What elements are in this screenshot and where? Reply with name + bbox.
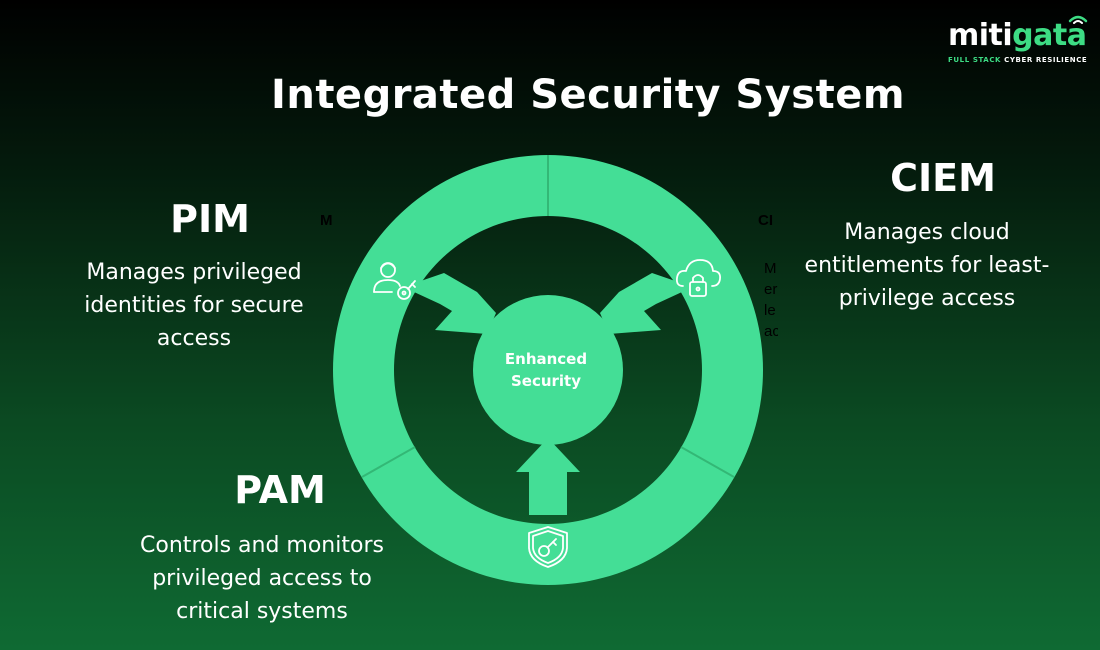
clipped-text-line: M: [764, 260, 777, 277]
wifi-icon: [1069, 15, 1088, 24]
ring-divider-left: [361, 446, 416, 478]
clipped-text-right: CI: [758, 212, 773, 229]
clipped-text-line: er: [764, 281, 778, 298]
clipped-text-line: ac: [764, 323, 778, 340]
ciem-description: Manages cloud entitlements for least-pri…: [804, 220, 1050, 311]
clipped-text-column: M er le ac: [764, 258, 778, 342]
company-logo: mitigata FULL STACK CYBER RESILIENCE: [948, 15, 1088, 64]
arrow-from-pim: [412, 273, 496, 334]
center-label-line2: Security: [511, 372, 581, 390]
arrow-from-pam: [516, 438, 580, 515]
pam-description: Controls and monitors privileged access …: [140, 533, 384, 624]
arrow-from-ciem: [600, 273, 684, 334]
logo-word-part1: miti: [948, 18, 1013, 53]
pam-heading: PAM: [234, 468, 326, 512]
logo-tagline: FULL STACK CYBER RESILIENCE: [948, 56, 1087, 64]
cloud-lock-icon: [675, 259, 722, 297]
clipped-text-left: M: [320, 212, 333, 229]
pim-heading: PIM: [170, 197, 250, 241]
page-title: Integrated Security System: [270, 72, 906, 118]
logo-tagline-part2: CYBER RESILIENCE: [1004, 56, 1088, 64]
logo-tagline-part1: FULL STACK: [948, 56, 1002, 64]
ring-divider-right: [680, 446, 735, 478]
center-circle: [473, 295, 623, 445]
logo-wordmark: mitigata: [948, 15, 1088, 54]
user-key-icon: [373, 262, 416, 300]
center-label-line1: Enhanced: [505, 350, 587, 368]
ciem-heading: CIEM: [890, 156, 996, 200]
clipped-text-line: le: [764, 302, 776, 319]
pim-description: Manages privileged identities for secure…: [84, 260, 304, 351]
shield-key-icon: [528, 526, 568, 568]
